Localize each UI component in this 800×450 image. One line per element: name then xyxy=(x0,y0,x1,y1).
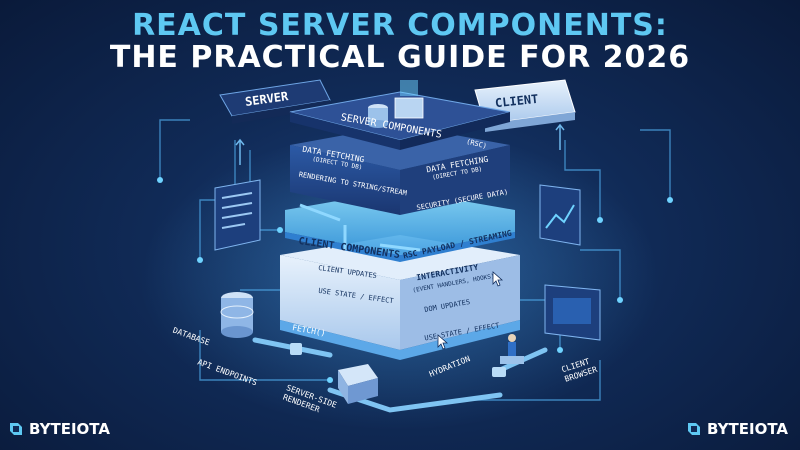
circuit-nodes xyxy=(157,177,673,383)
brand-mark-icon xyxy=(10,423,22,435)
flow-connectors xyxy=(290,343,506,377)
stream-band xyxy=(285,190,515,262)
title-line-1: REACT SERVER COMPONENTS: xyxy=(132,8,668,43)
top-database-icon xyxy=(368,80,424,128)
database-icon xyxy=(220,292,254,338)
side-arrows xyxy=(235,123,565,165)
stream-arrows xyxy=(299,203,421,252)
ssr-box xyxy=(338,364,378,404)
cursor-icons xyxy=(437,271,504,350)
person-icon xyxy=(500,334,524,364)
right-chart-panel xyxy=(539,184,581,246)
right-monitor-panel xyxy=(544,284,601,341)
brand-logo-left: BYTEIOTA xyxy=(8,420,110,438)
brand-mark-icon xyxy=(688,423,701,435)
server-tag xyxy=(219,79,331,124)
left-doc-panel xyxy=(214,179,261,251)
brand-name-left: BYTEIOTA xyxy=(29,420,110,438)
brand-name-right: BYTEIOTA xyxy=(707,420,788,438)
brand-logo-right: BYTEIOTA xyxy=(686,420,788,438)
title-line-2: THE PRACTICAL GUIDE FOR 2026 xyxy=(109,40,691,75)
